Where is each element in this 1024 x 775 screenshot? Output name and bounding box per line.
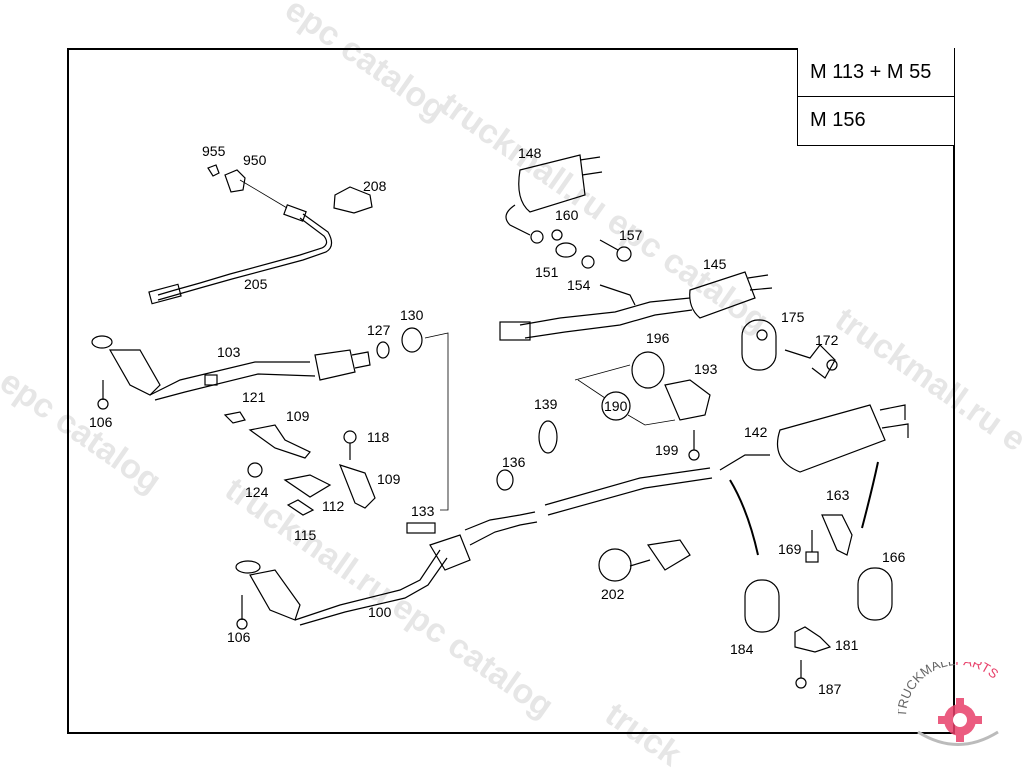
part-label[interactable]: 199 <box>655 442 679 458</box>
part-label[interactable]: 109 <box>286 408 310 424</box>
part-label[interactable]: 955 <box>202 143 226 159</box>
part-label[interactable]: 172 <box>815 332 839 348</box>
leader-line <box>239 179 288 209</box>
ring-127[interactable] <box>376 341 390 359</box>
hanger-184[interactable] <box>744 579 780 633</box>
part-label[interactable]: 163 <box>826 487 850 503</box>
bolt-157[interactable] <box>599 239 632 262</box>
bolt-187[interactable] <box>795 660 807 689</box>
hanger-166[interactable] <box>857 567 893 621</box>
hanger-175[interactable] <box>741 319 777 371</box>
gasket-151[interactable] <box>555 242 577 258</box>
connector-955[interactable] <box>207 164 220 177</box>
part-label[interactable]: 169 <box>778 541 802 557</box>
part-label[interactable]: 184 <box>730 641 754 657</box>
part-label[interactable]: 142 <box>744 424 768 440</box>
intermediate-pipe[interactable] <box>544 454 770 516</box>
variant-m113-m55[interactable]: M 113 + M 55 <box>810 60 932 83</box>
part-label[interactable]: 151 <box>535 264 559 280</box>
muffler-142[interactable] <box>776 404 909 473</box>
part-label[interactable]: 181 <box>835 637 859 653</box>
part-label[interactable]: 175 <box>781 309 805 325</box>
logo-text-dark: TRUCKMALL <box>898 662 956 717</box>
part-label[interactable]: 112 <box>322 498 345 514</box>
part-label[interactable]: 157 <box>619 227 643 243</box>
nut-124[interactable] <box>247 462 263 478</box>
muffler-148[interactable] <box>505 154 603 244</box>
bolt-118[interactable] <box>343 430 357 460</box>
bracket-172[interactable] <box>784 344 838 379</box>
diagram-frame <box>67 48 955 734</box>
truckmall-parts-logo: TRUCKMALLPARTS <box>894 653 1018 748</box>
pipe-100[interactable] <box>235 511 538 626</box>
part-label[interactable]: 160 <box>555 207 579 223</box>
part-label[interactable]: 106 <box>89 414 113 430</box>
part-label[interactable]: 190 <box>604 398 628 414</box>
nut-160[interactable] <box>551 229 563 241</box>
variant-m156[interactable]: M 156 <box>798 96 954 144</box>
part-label[interactable]: 202 <box>601 586 625 602</box>
part-label[interactable]: 124 <box>245 484 269 500</box>
part-label[interactable]: 121 <box>242 389 266 405</box>
callout-190[interactable] <box>601 391 631 421</box>
part-label[interactable]: 145 <box>703 256 727 272</box>
part-label[interactable]: 130 <box>400 307 424 323</box>
part-label[interactable]: 133 <box>411 503 435 519</box>
bracket-109-lower[interactable] <box>338 464 376 509</box>
part-label[interactable]: 106 <box>227 629 251 645</box>
part-label[interactable]: 208 <box>363 178 387 194</box>
clamp-139[interactable] <box>538 420 558 454</box>
leader-line <box>424 332 449 511</box>
arrow <box>729 479 759 556</box>
muffler-145[interactable] <box>499 271 773 341</box>
gear-logo-icon: TRUCKMALLPARTS <box>894 653 1002 746</box>
engine-variant-table: M 113 + M 55 M 156 <box>797 48 955 146</box>
part-label[interactable]: 196 <box>646 330 670 346</box>
arrow <box>861 461 879 529</box>
bracket-109-upper[interactable] <box>248 424 311 459</box>
hanger-196[interactable] <box>631 351 665 389</box>
bolt-106-lower[interactable] <box>236 595 248 630</box>
leader-line <box>574 364 676 426</box>
clip-208[interactable] <box>333 186 373 214</box>
pipe-103[interactable] <box>91 335 371 401</box>
part-label[interactable]: 950 <box>243 152 267 168</box>
part-label[interactable]: 100 <box>368 604 392 620</box>
ring-154[interactable] <box>581 255 595 269</box>
plate-112[interactable] <box>283 474 332 498</box>
part-label[interactable]: 103 <box>217 344 241 360</box>
exhaust-drawing <box>91 154 909 689</box>
bracket-202[interactable] <box>598 539 691 582</box>
bracket-193[interactable] <box>664 379 711 421</box>
clip-121[interactable] <box>223 411 246 424</box>
plate-115[interactable] <box>286 499 315 516</box>
part-label[interactable]: 187 <box>818 681 842 697</box>
part-label[interactable]: 136 <box>502 454 526 470</box>
bolt-133[interactable] <box>406 522 436 534</box>
bolt-199[interactable] <box>688 430 700 461</box>
bolt-169[interactable] <box>805 530 819 563</box>
part-label[interactable]: 115 <box>294 527 317 543</box>
oxygen-sensor-205[interactable] <box>148 204 333 305</box>
part-label[interactable]: 139 <box>534 396 558 412</box>
bracket-163[interactable] <box>821 514 853 556</box>
part-label[interactable]: 127 <box>367 322 391 338</box>
bracket-181[interactable] <box>794 626 832 653</box>
part-label[interactable]: 118 <box>367 429 390 445</box>
part-label[interactable]: 109 <box>377 471 401 487</box>
bolt-106-upper[interactable] <box>97 380 109 410</box>
clamp-130[interactable] <box>401 327 423 353</box>
logo-text-accent: PARTS <box>955 662 1002 682</box>
nut-136[interactable] <box>496 469 514 491</box>
part-label[interactable]: 154 <box>567 277 591 293</box>
part-label[interactable]: 166 <box>882 549 906 565</box>
part-label[interactable]: 193 <box>694 361 718 377</box>
connector-950[interactable] <box>224 169 246 193</box>
part-label[interactable]: 148 <box>518 145 542 161</box>
part-label[interactable]: 205 <box>244 276 268 292</box>
